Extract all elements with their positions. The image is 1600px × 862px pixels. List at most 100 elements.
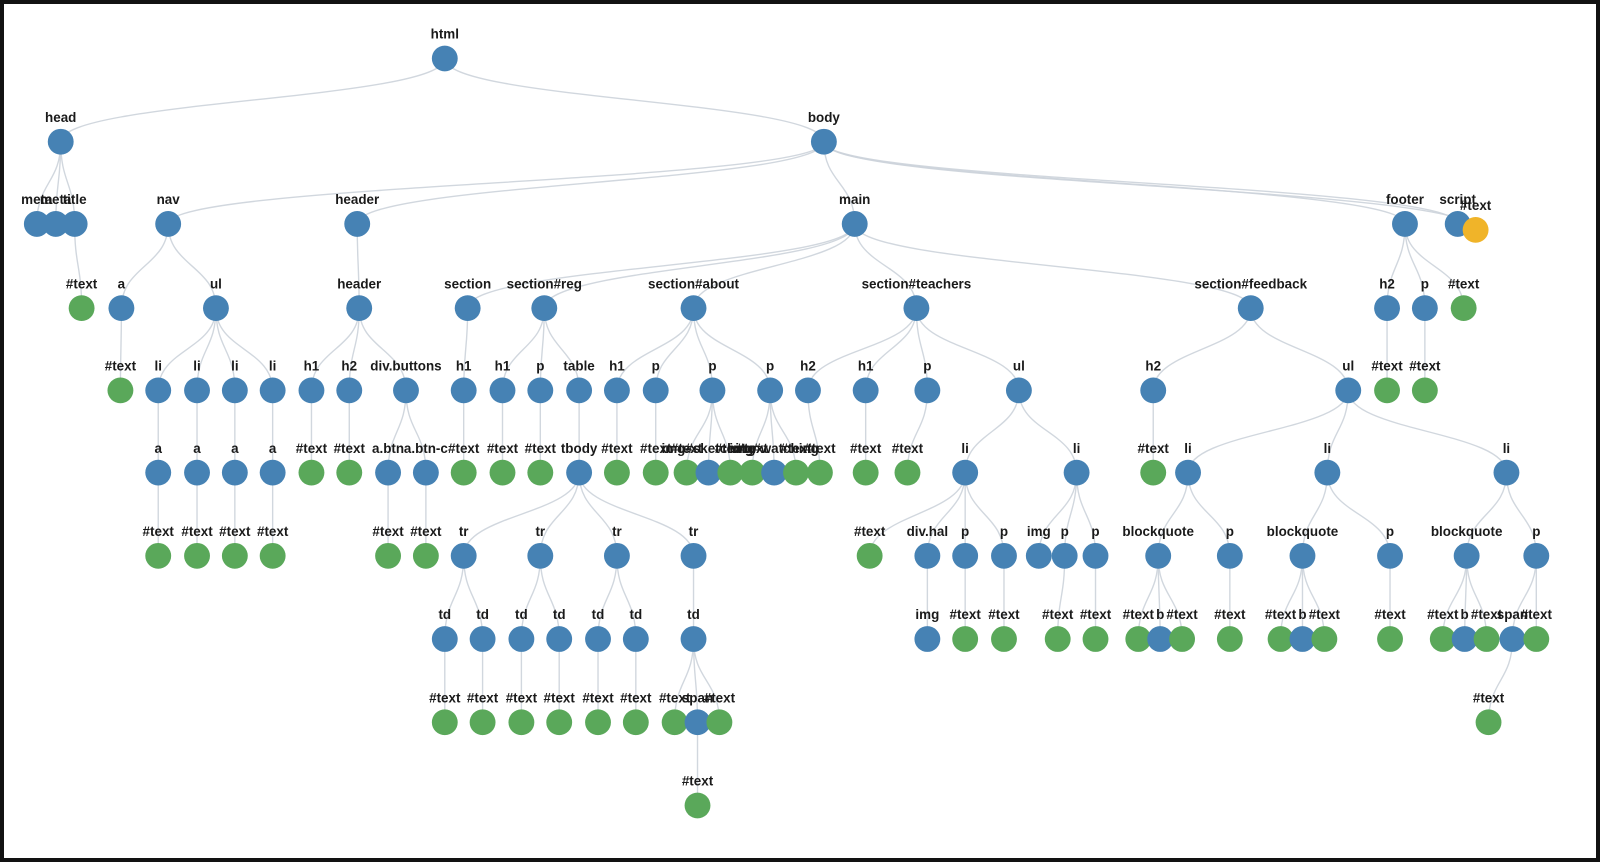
tree-node-teachers-h2[interactable] <box>795 377 821 404</box>
tree-node-main[interactable] <box>841 211 868 237</box>
tree-node-section1-h1-text[interactable] <box>450 459 477 486</box>
tree-node-td-4[interactable] <box>546 626 573 652</box>
tree-node-section1-h1[interactable] <box>450 377 477 404</box>
tree-node-blockquote-2[interactable] <box>1289 542 1316 569</box>
tree-node-nav-li-4[interactable] <box>259 377 286 404</box>
tree-node-meta-1[interactable] <box>23 211 50 237</box>
tree-node-meta-2[interactable] <box>42 211 69 237</box>
tree-node-blockquote-2-text-2[interactable] <box>1311 626 1338 652</box>
tree-node-blockquote-2-text-1[interactable] <box>1267 626 1294 652</box>
tree-node-nav[interactable] <box>155 211 182 237</box>
tree-node-header[interactable] <box>344 211 371 237</box>
tree-node-text-highlight[interactable] <box>1462 217 1489 243</box>
tree-node-td-3-text[interactable] <box>508 709 535 736</box>
tree-node-teachers-li-1[interactable] <box>952 459 979 486</box>
tree-node-about-p1-text[interactable] <box>642 459 669 486</box>
tree-node-feedback-p-2[interactable] <box>1377 542 1403 569</box>
tree-node-feedback-p-3[interactable] <box>1523 542 1550 569</box>
tree-node-section-feedback[interactable] <box>1237 295 1264 322</box>
tree-node-hero-h2[interactable] <box>336 377 363 404</box>
tree-node-a-btn[interactable] <box>375 459 402 486</box>
tree-node-nav-a-text[interactable] <box>107 377 134 404</box>
tree-node-nav-li-3-a[interactable] <box>221 459 248 486</box>
tree-node-td-7-text-2[interactable] <box>706 709 733 736</box>
tree-node-feedback-p-2-text[interactable] <box>1377 626 1403 652</box>
tree-node-teachers-li-1-p-1[interactable] <box>952 542 979 569</box>
tree-node-title[interactable] <box>61 211 88 237</box>
tree-node-reg-table[interactable] <box>566 377 593 404</box>
tree-node-teachers-li-2[interactable] <box>1063 459 1090 486</box>
tree-node-blockquote-3-b[interactable] <box>1451 626 1478 652</box>
tree-node-feedback-h2[interactable] <box>1140 377 1167 404</box>
tree-node-about-p2[interactable] <box>699 377 726 404</box>
tree-node-teachers-li-1-p-2[interactable] <box>991 542 1017 569</box>
tree-node-img-sketching[interactable] <box>695 459 722 486</box>
tree-node-feedback-li-2[interactable] <box>1314 459 1341 486</box>
tree-node-nav-li-3-a-text[interactable] <box>221 542 248 569</box>
tree-node-td-2[interactable] <box>469 626 496 652</box>
tree-node-feedback-ul[interactable] <box>1335 377 1362 404</box>
tree-node-teachers-li-1-p-1-text[interactable] <box>952 626 979 652</box>
tree-node-head[interactable] <box>47 128 74 155</box>
tree-node-teachers-h2-text[interactable] <box>806 459 833 486</box>
tree-node-teachers-h1-text[interactable] <box>852 459 879 486</box>
tree-node-feedback-li-3[interactable] <box>1493 459 1520 486</box>
tree-node-div-buttons[interactable] <box>393 377 419 404</box>
tree-node-blockquote-1[interactable] <box>1145 542 1172 569</box>
tree-node-section-1[interactable] <box>454 295 481 322</box>
tree-node-html[interactable] <box>431 45 458 72</box>
tree-node-blockquote-1-b[interactable] <box>1147 626 1174 652</box>
tree-node-footer[interactable] <box>1392 211 1418 237</box>
tree-node-td-3[interactable] <box>508 626 535 652</box>
tree-node-teachers-p-text[interactable] <box>894 459 921 486</box>
tree-node-section-teachers[interactable] <box>903 295 930 322</box>
tree-node-nav-li-2-a[interactable] <box>184 459 210 486</box>
tree-node-feedback-li-1[interactable] <box>1175 459 1201 486</box>
tree-node-reg-h1[interactable] <box>489 377 516 404</box>
tree-node-hero-h1[interactable] <box>298 377 325 404</box>
tree-node-teachers-li-2-p-2-text[interactable] <box>1082 626 1109 652</box>
tree-node-nav-li-1-a[interactable] <box>145 459 172 486</box>
tree-node-img-watching[interactable] <box>761 459 788 486</box>
tree-node-about-h1-text[interactable] <box>603 459 630 486</box>
tree-node-hero-h2-text[interactable] <box>336 459 363 486</box>
tree-node-blockquote-1-text-1[interactable] <box>1125 626 1152 652</box>
tree-node-reg-p[interactable] <box>527 377 554 404</box>
tree-node-teachers-li-1-p-2-text[interactable] <box>991 626 1017 652</box>
tree-node-teachers-li-2-img[interactable] <box>1025 542 1052 569</box>
tree-node-teachers-li-2-p-1[interactable] <box>1051 542 1078 569</box>
tree-node-nav-ul[interactable] <box>203 295 229 322</box>
tree-node-a-btn-c-text[interactable] <box>412 542 439 569</box>
tree-node-nav-li-4-a[interactable] <box>259 459 286 486</box>
tree-node-td-2-text[interactable] <box>469 709 496 736</box>
tree-node-td-5[interactable] <box>585 626 611 652</box>
tree-node-title-text[interactable] <box>68 295 95 322</box>
tree-node-tr-1[interactable] <box>450 542 477 569</box>
tree-node-feedback-span-text[interactable] <box>1475 709 1502 736</box>
tree-node-tr-3[interactable] <box>603 542 630 569</box>
tree-node-body[interactable] <box>810 128 837 155</box>
tree-node-about-p2-text-1[interactable] <box>673 459 700 486</box>
tree-node-tr-2[interactable] <box>527 542 554 569</box>
tree-node-footer-h2[interactable] <box>1374 295 1400 322</box>
tree-node-a-btn-text[interactable] <box>375 542 402 569</box>
tree-node-reg-p-text[interactable] <box>527 459 554 486</box>
tree-node-nav-li-1[interactable] <box>145 377 172 404</box>
tree-node-tbody[interactable] <box>566 459 593 486</box>
tree-node-feedback-h2-text[interactable] <box>1140 459 1167 486</box>
tree-node-td-6[interactable] <box>622 626 649 652</box>
tree-node-td-7[interactable] <box>680 626 707 652</box>
tree-node-about-h1[interactable] <box>603 377 630 404</box>
tree-node-a-btn-c[interactable] <box>412 459 439 486</box>
tree-node-td-6-text[interactable] <box>622 709 649 736</box>
tree-node-td-7-text-1[interactable] <box>661 709 688 736</box>
tree-node-hero-h1-text[interactable] <box>298 459 325 486</box>
tree-node-td-7-span-text[interactable] <box>684 792 711 819</box>
tree-node-nav-li-2[interactable] <box>184 377 210 404</box>
tree-node-blockquote-3-text-1[interactable] <box>1429 626 1456 652</box>
tree-node-footer-p[interactable] <box>1411 295 1438 322</box>
tree-node-footer-text[interactable] <box>1450 295 1477 322</box>
tree-node-about-p3-text-1[interactable] <box>739 459 766 486</box>
tree-node-feedback-p-3-span[interactable] <box>1499 626 1526 652</box>
tree-node-teachers-li-2-p-2[interactable] <box>1082 542 1109 569</box>
